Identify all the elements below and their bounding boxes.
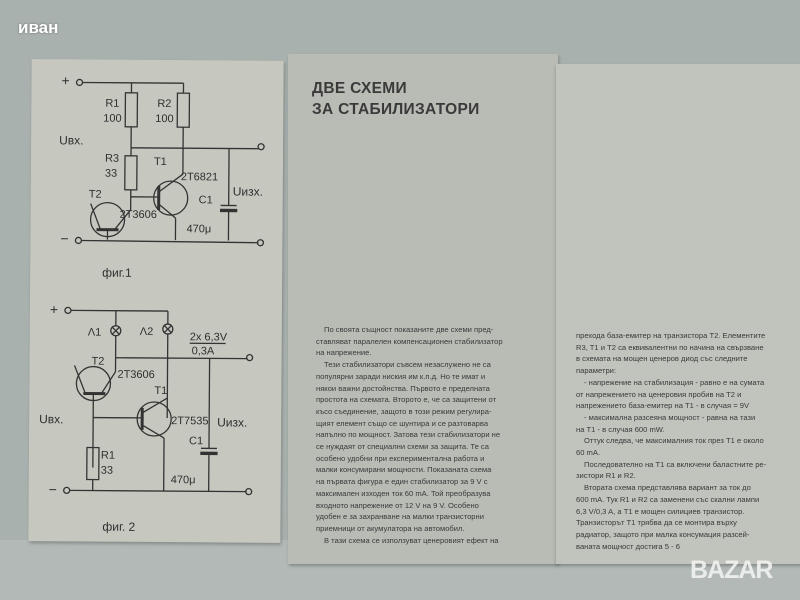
text-line: удобен е за захранване на малки транзист… <box>316 512 484 522</box>
text-line: По своята същност показаните две схеми п… <box>324 325 494 334</box>
text-line: 600 mA. Тук R1 и R2 са заменени със скал… <box>576 494 760 504</box>
svg-text:Uвх.: Uвх. <box>59 133 83 147</box>
text-line: ставляват паралелен компенсационен стаби… <box>316 336 503 346</box>
text-line: ваната мощност достига 5 - 6 <box>576 541 680 551</box>
transistor-t1 <box>153 180 189 216</box>
transistor-t1 <box>136 401 172 437</box>
svg-text:Λ2: Λ2 <box>140 326 154 338</box>
resistor-r3 <box>124 155 138 191</box>
resistor-r1 <box>124 92 139 128</box>
text-line: радиатор, защото при малка консумация ра… <box>576 529 750 539</box>
svg-text:Λ1: Λ1 <box>88 327 102 339</box>
svg-text:C1: C1 <box>199 194 213 206</box>
text-line: зистори R1 и R2. <box>576 471 636 481</box>
right-column-text: прехода база-емитер на транзистора T2. Е… <box>576 330 800 552</box>
text-line: входното напрежение от 12 V на 9 V. Особ… <box>316 500 479 510</box>
text-line: късо съединение, защото в този режим рег… <box>316 406 492 416</box>
svg-text:фиг. 2: фиг. 2 <box>102 520 135 534</box>
svg-text:−: − <box>49 481 57 497</box>
figure-1-schematic: + − R1 100 R2 100 R3 33 T1 2T6821 T2 2T3606 C… <box>59 72 265 280</box>
text-line: от напрежението на ценеровия пробив на T… <box>576 389 742 399</box>
text-line: простота на схемата. Второто е, че са за… <box>316 395 497 405</box>
text-line: на T1 - в случая 600 mW. <box>576 424 665 434</box>
svg-text:Uизх.: Uизх. <box>233 185 263 199</box>
text-line: напрежението база-емитер на T1 - в случа… <box>576 401 750 411</box>
svg-text:2T7535: 2T7535 <box>171 415 208 427</box>
svg-text:T1: T1 <box>154 385 167 397</box>
text-line: 60 mA. <box>576 448 601 458</box>
page-title: ДВЕ СХЕМИ ЗА СТАБИЛИЗАТОРИ <box>312 78 480 120</box>
svg-text:фиг.1: фиг.1 <box>102 266 132 280</box>
text-line: Оттук следва, че максималния ток през T1… <box>584 436 764 446</box>
text-line: Последователно на T1 са включени баластн… <box>584 459 767 469</box>
svg-text:+: + <box>61 72 69 88</box>
text-line: параметри: <box>576 366 617 376</box>
svg-text:+: + <box>50 301 58 317</box>
svg-text:Uвх.: Uвх. <box>39 412 63 426</box>
text-line: R3, T1 и T2 са еквивалентни по начина на… <box>576 342 764 352</box>
svg-text:33: 33 <box>105 168 117 180</box>
text-line: се нуждаят от специални схеми за защита.… <box>316 442 489 452</box>
text-line: в схемата на мощен ценеров диод със след… <box>576 354 748 364</box>
title-line: ДВЕ СХЕМИ <box>312 80 407 97</box>
text-line: 6,3 V/0,3 A, а T1 е мощен силициев транз… <box>576 506 745 516</box>
svg-text:0,3A: 0,3A <box>192 345 215 357</box>
svg-text:2T3606: 2T3606 <box>117 369 154 381</box>
svg-text:100: 100 <box>155 113 173 125</box>
svg-text:Uизх.: Uизх. <box>217 415 247 429</box>
svg-text:−: − <box>60 230 68 246</box>
left-page: + − R1 100 R2 100 R3 33 T1 2T6821 T2 2T3606 C… <box>28 59 284 543</box>
text-line: Транзисторът T1 трябва да се монтира вър… <box>576 518 737 528</box>
text-line: някои важни достойнства. Първото е преде… <box>316 383 490 393</box>
resistor-r2 <box>176 92 191 128</box>
svg-text:R1: R1 <box>105 98 119 110</box>
svg-text:100: 100 <box>103 113 121 125</box>
svg-text:R3: R3 <box>105 153 119 165</box>
text-line: Втората схема представлява вариант за то… <box>584 483 751 493</box>
text-line: - максимална разсеяна мощност - равна на… <box>584 412 756 422</box>
text-line: - напрежение на стабилизация - равно е н… <box>584 377 765 387</box>
text-line: напълно по мощност. Затова тези стабилиз… <box>316 430 501 440</box>
svg-text:T1: T1 <box>154 156 167 168</box>
text-line: В тази схема се използуват ценеровият еф… <box>324 535 499 545</box>
svg-text:2x 6,3V: 2x 6,3V <box>190 331 228 343</box>
text-line: приемници от акумулатора на автомобил. <box>316 523 465 533</box>
text-line: на напрежение. <box>316 348 372 358</box>
text-line: прехода база-емитер на транзистора T2. Е… <box>576 331 766 340</box>
middle-column-text: По своята същност показаните две схеми п… <box>316 324 538 546</box>
text-line: щият елемент също се шунтира и се разтов… <box>316 418 489 428</box>
svg-text:470μ: 470μ <box>186 223 211 235</box>
text-line: Тези стабилизатори съвсем незаслужено не… <box>324 360 491 370</box>
svg-text:C1: C1 <box>189 435 203 447</box>
username-label: иван <box>18 18 59 37</box>
svg-text:470μ: 470μ <box>171 474 196 486</box>
text-line: максимален изходен ток 60 mA. Той преобр… <box>316 488 491 498</box>
svg-text:R1: R1 <box>101 450 115 462</box>
text-line: популярни заради ниския им к.п.д. Но те … <box>316 371 486 381</box>
text-line: малки консумирани мощности. Показаната с… <box>316 465 492 475</box>
svg-text:33: 33 <box>101 465 113 477</box>
svg-text:2T3606: 2T3606 <box>120 209 157 221</box>
right-page: прехода база-емитер на транзистора T2. Е… <box>556 64 800 564</box>
text-line: на първата фигура е един стабилизатор за… <box>316 477 488 487</box>
svg-text:2T6821: 2T6821 <box>181 171 218 183</box>
title-line: ЗА СТАБИЛИЗАТОРИ <box>312 101 480 118</box>
text-line: особено удобни при експериментална работ… <box>316 453 485 463</box>
middle-page <box>288 54 558 564</box>
svg-text:T2: T2 <box>89 189 102 201</box>
figure-2-schematic: + − Λ1 Λ2 2x 6,3V 0,3A T2 2T3606 T1 2T7535 R… <box>39 301 254 534</box>
watermark-logo: BAZAR <box>690 556 773 584</box>
svg-text:T2: T2 <box>92 356 105 368</box>
svg-text:R2: R2 <box>157 98 171 110</box>
